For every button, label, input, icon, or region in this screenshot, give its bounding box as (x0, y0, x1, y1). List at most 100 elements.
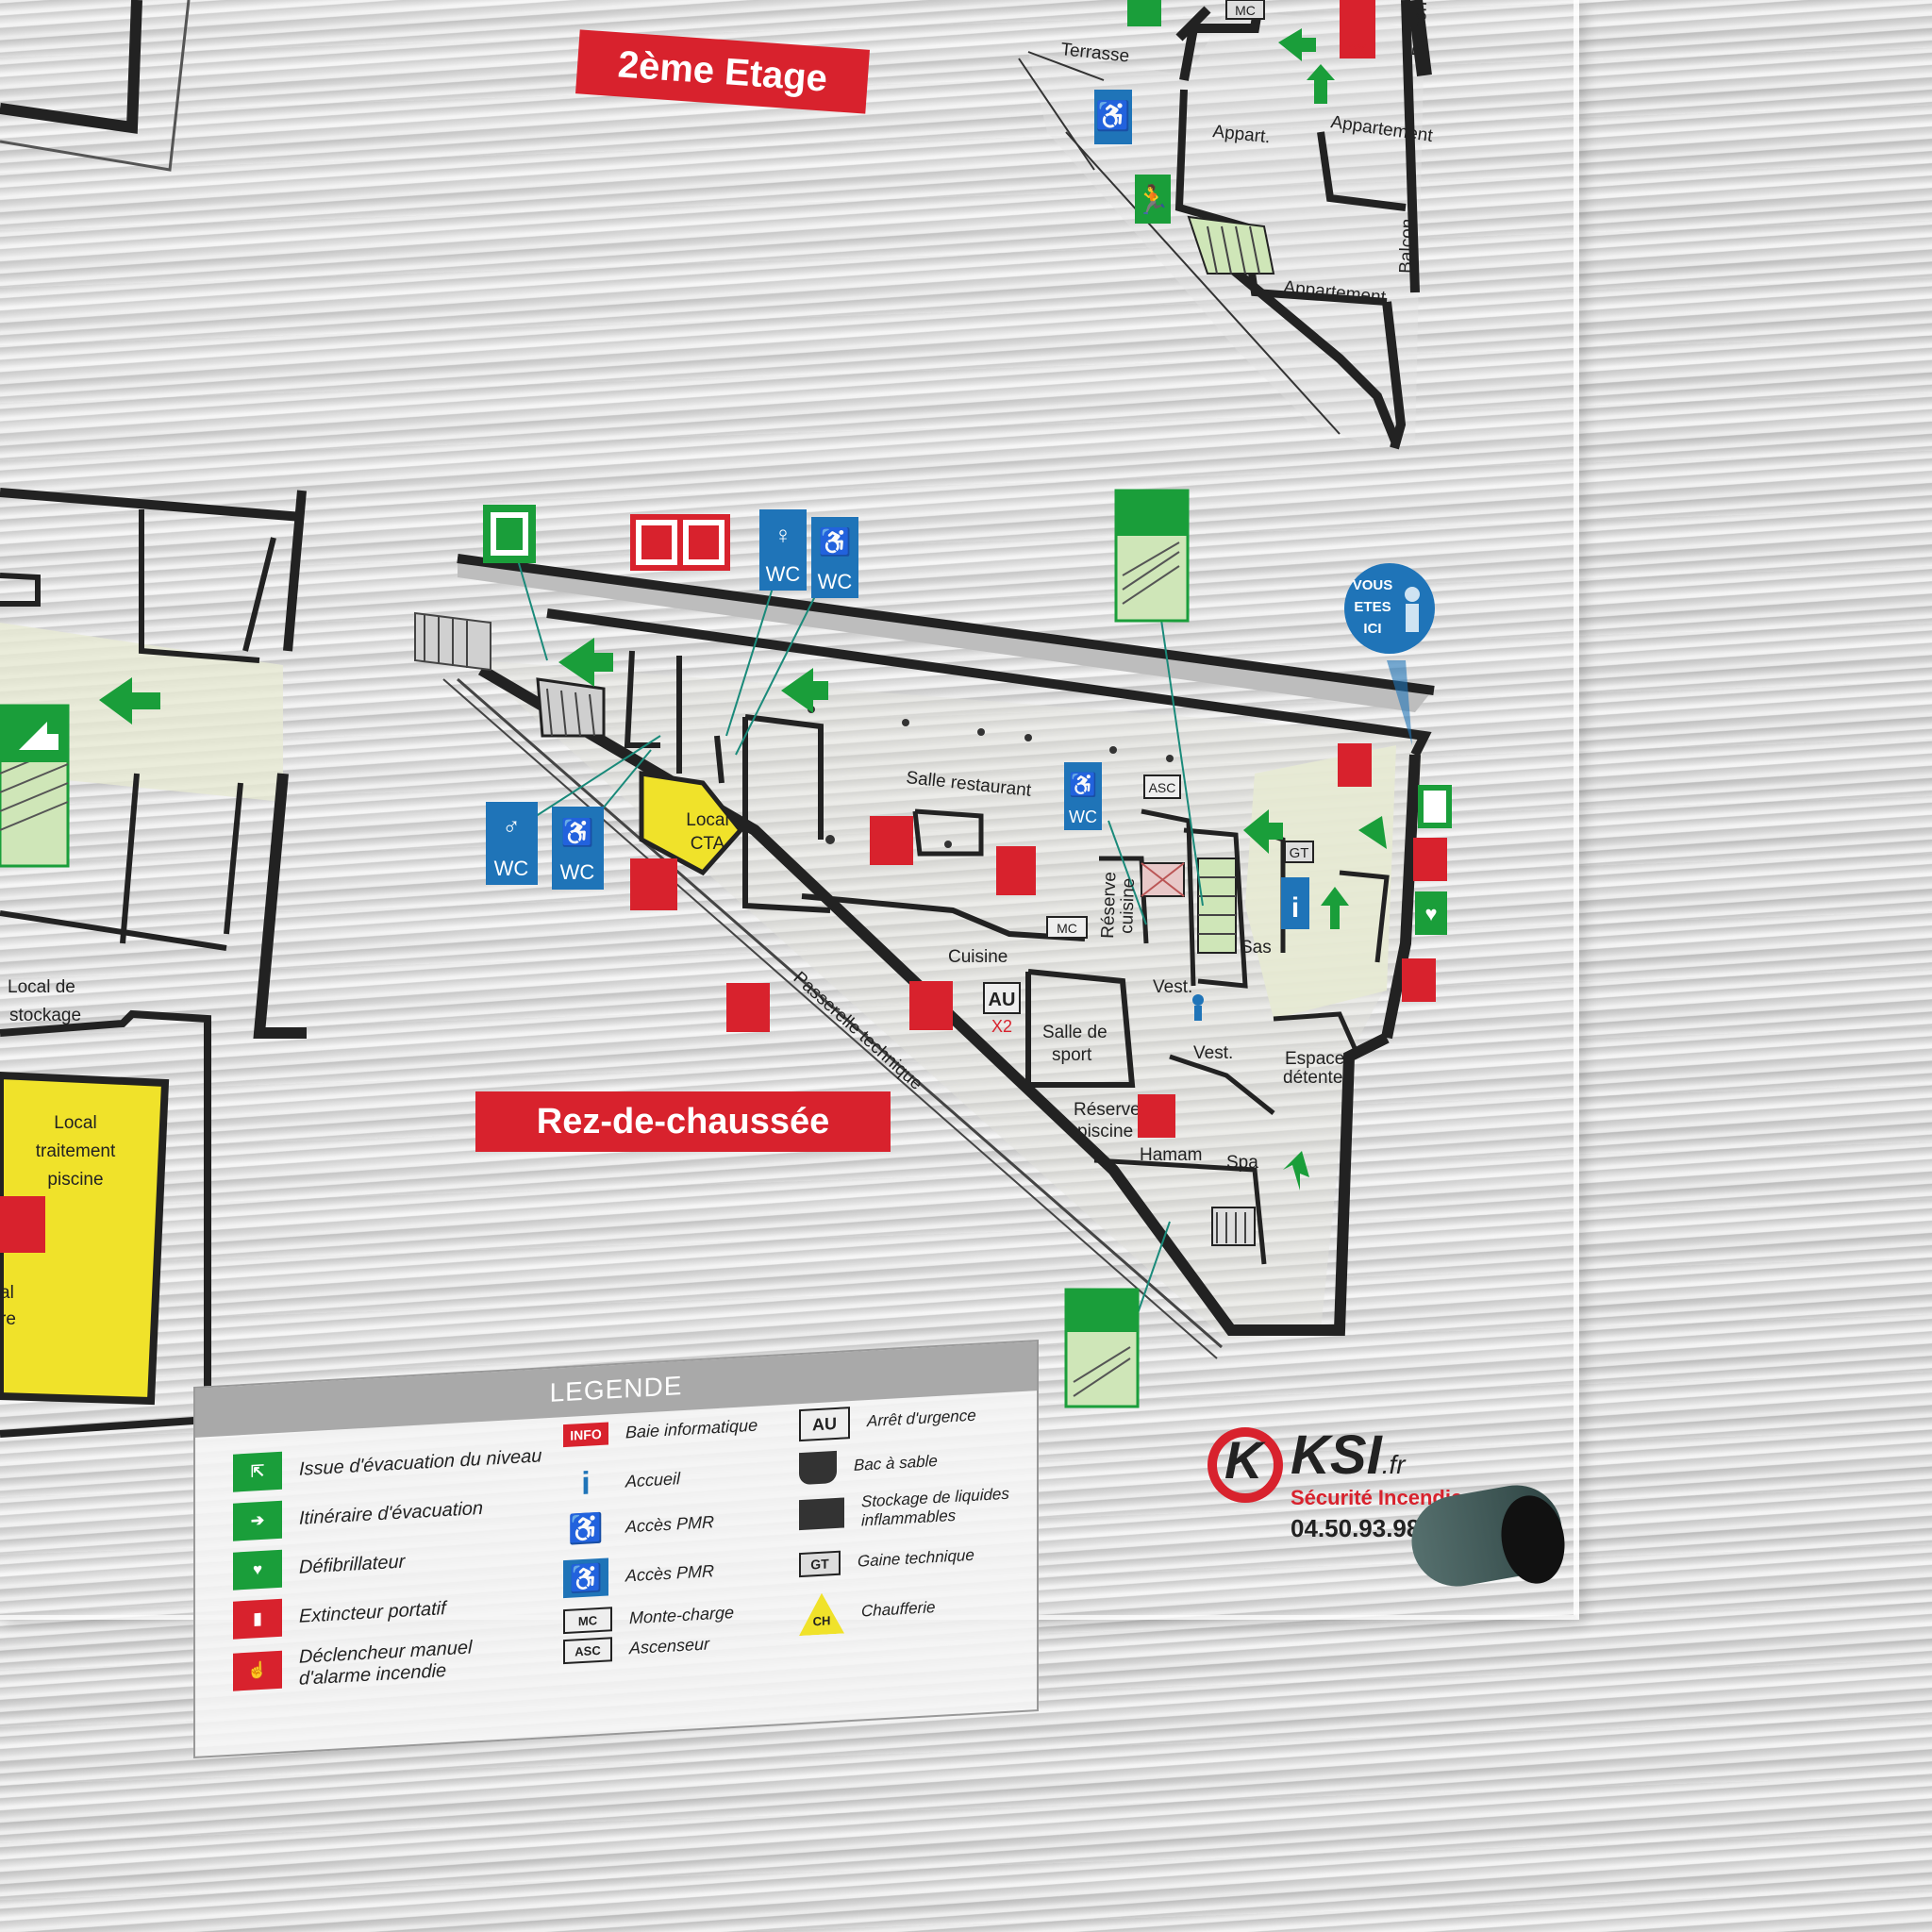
info-icon: i (1281, 877, 1309, 929)
legend: LEGENDE ⇱ Issue d'évacuation du niveau ➔… (193, 1339, 1039, 1759)
wc-label: WC (818, 570, 853, 593)
svg-text:♿: ♿ (1069, 772, 1097, 798)
exit-sign-icon (1135, 175, 1171, 224)
wc-label: WC (766, 562, 801, 586)
room-local-stockage: stockage (9, 1006, 81, 1025)
room-local-traitement: traitement (36, 1141, 116, 1161)
wc-pmr-sign-icon: ♿ WC (552, 807, 604, 890)
exit-sign-icon (1127, 0, 1161, 26)
room-vestiaire: Vest. (1153, 977, 1192, 997)
room-cuisine: Cuisine (948, 947, 1008, 967)
arrow-icon (99, 677, 160, 724)
room-hamam: Hamam (1140, 1145, 1203, 1165)
asc-label: ASC (1149, 780, 1176, 795)
extinguisher-icon (870, 816, 913, 865)
exit-sign-icon (1418, 785, 1452, 828)
defibrillator-icon: ♥ (1415, 891, 1447, 935)
mc-label: MC (1235, 3, 1256, 18)
room-label-partial: al (0, 1283, 14, 1303)
legend-label: Bac à sable (854, 1451, 938, 1474)
legend-item-pmr: ♿ Accès PMR (563, 1503, 714, 1549)
you-are-here-text: ICI (1363, 621, 1381, 637)
count-label: X2 (991, 1017, 1012, 1036)
extinguisher-icon (0, 1196, 45, 1253)
wc-pmr-sign-icon: ♿ WC (1064, 762, 1102, 830)
local-traitement-piscine-zone (0, 1071, 170, 1406)
extinguisher-icon: ▮ (233, 1598, 282, 1640)
extinguisher-icon (1138, 1094, 1175, 1138)
flammable-storage-icon (799, 1497, 844, 1531)
legend-label: Accès PMR (625, 1511, 715, 1536)
person-icon (1194, 1006, 1202, 1021)
pmr-icon: ♿ (568, 1512, 604, 1546)
legend-label: Défibrillateur (299, 1551, 406, 1578)
brand-tld: .fr (1381, 1450, 1406, 1479)
exit-stairs-icon (1114, 489, 1190, 623)
mc-label: MC (1057, 921, 1077, 936)
extinguisher-icon (1402, 958, 1436, 1002)
info-icon: i (581, 1465, 591, 1502)
pmr-icon: ♿ (563, 1557, 608, 1599)
sand-bucket-icon (799, 1450, 837, 1486)
wc-label: WC (1069, 808, 1097, 826)
legend-label: Déclencheur manuel d'alarme incendie (299, 1637, 473, 1690)
legend-item-gt: GT Gaine technique (799, 1543, 974, 1578)
room-espace-detente: détente (1283, 1068, 1342, 1088)
legend-item-pmr-2: ♿ Accès PMR (563, 1552, 715, 1599)
legend-label: Accès PMR (625, 1560, 715, 1585)
extinguisher-icon (1413, 838, 1447, 881)
legend-label: Monte-charge (629, 1602, 735, 1627)
wc-pmr-sign-icon: ♿ WC (811, 517, 858, 598)
legend-item-sand: Bac à sable (799, 1445, 938, 1486)
legend-label: Gaine technique (858, 1545, 974, 1571)
room-spa: Spa (1226, 1153, 1258, 1173)
room-vestiaire: Vest. (1193, 1043, 1233, 1063)
wc-label: WC (494, 857, 529, 880)
info-badge-icon: INFO (563, 1422, 608, 1448)
floor-plan: ♿ 🏃 2X MC Terrasse Appart. Appartement A… (0, 0, 1452, 1438)
legend-item-asc: ASC Ascenseur (563, 1631, 710, 1665)
mc-icon (1046, 916, 1088, 939)
arrow-icon (781, 668, 828, 713)
arrow-icon (1278, 28, 1316, 61)
svg-text:i: i (1291, 892, 1299, 924)
exit-sign-icon: ⇱ (233, 1451, 282, 1492)
arrow-icon (1307, 64, 1335, 104)
room-local-traitement: piscine (47, 1170, 103, 1190)
count-label: 2X (1348, 42, 1367, 58)
legend-item-alarm: ☝ Déclencheur manuel d'alarme incendie (233, 1635, 507, 1693)
legend-label: Itinéraire d'évacuation (299, 1497, 484, 1529)
person-icon (1192, 994, 1204, 1006)
extinguisher-icon (909, 981, 953, 1030)
ground-floor-plan: Salle restaurant Local CTA Cuisine Réser… (414, 489, 1452, 1408)
emergency-stop-icon: AU (799, 1407, 850, 1442)
arrow-icon (1283, 1151, 1309, 1191)
room-label-partial: re (0, 1309, 16, 1329)
legend-label: Ascenseur (629, 1633, 710, 1657)
boiler-room-icon: CH (799, 1591, 844, 1636)
legend-item-ch: CH Chaufferie (799, 1587, 935, 1636)
svg-text:♿: ♿ (819, 526, 852, 558)
left-floor-plan: Local de stockage Local traitement pisci… (0, 0, 307, 1438)
exit-stairs-icon (1064, 1288, 1140, 1408)
au-label: AU (989, 990, 1016, 1010)
arrow-right-icon: ➔ (233, 1500, 282, 1541)
local-cta-zone (639, 771, 744, 876)
room-balcon: Balcon (1396, 218, 1418, 274)
room-local-traitement: Local (54, 1113, 96, 1133)
legend-label: Extincteur portatif (299, 1597, 446, 1627)
gt-icon: GT (799, 1550, 841, 1578)
room-reserve-piscine: Réserve (1074, 1100, 1141, 1120)
extinguisher-icon (996, 846, 1036, 895)
room-reserve-piscine: piscine (1077, 1122, 1133, 1141)
wc-label: WC (560, 860, 595, 884)
emergency-stop-icon (983, 982, 1021, 1014)
extinguisher-icon (1340, 0, 1375, 58)
room-sas: Sas (1241, 938, 1272, 958)
alarm-button-icon: ☝ (233, 1650, 282, 1691)
you-are-here-text: ETES (1354, 599, 1391, 615)
svg-text:🏃: 🏃 (1135, 183, 1170, 216)
you-are-here-text: VOUS (1353, 577, 1393, 593)
room-balcon: Balcon (1409, 1, 1431, 57)
extinguisher-icon (726, 983, 770, 1032)
